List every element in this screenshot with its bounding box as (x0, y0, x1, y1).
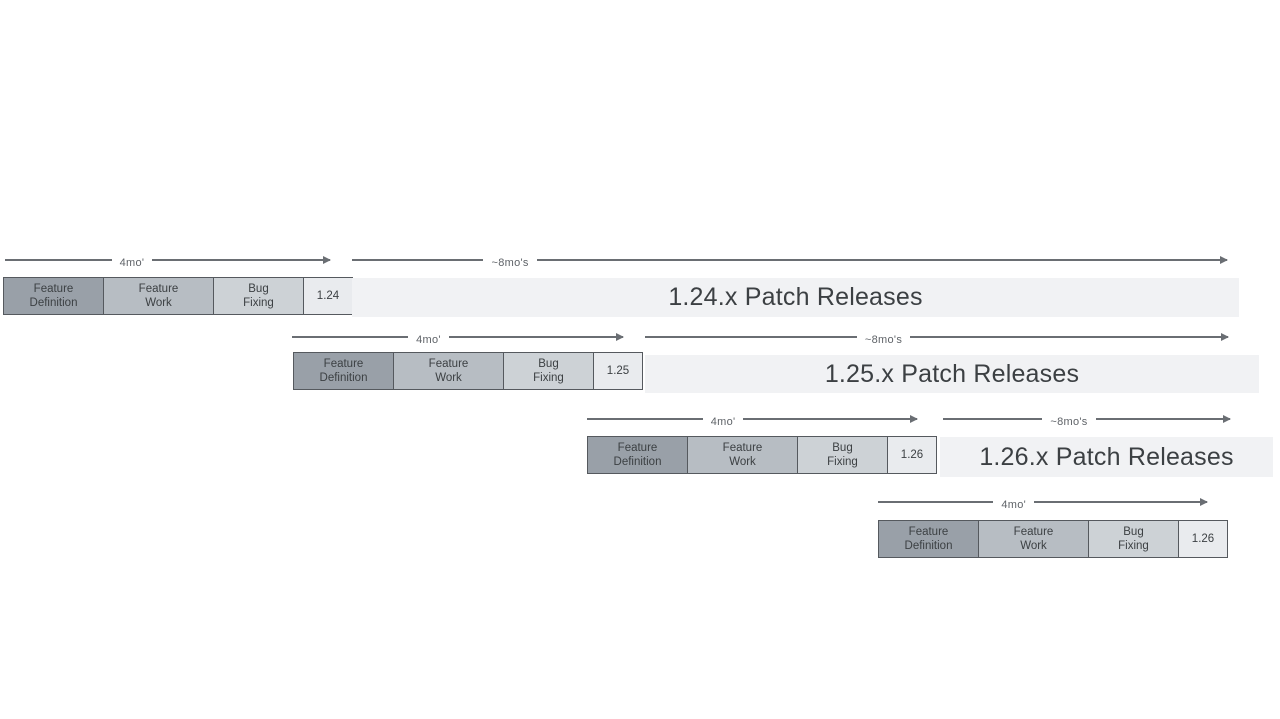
phase-label: Fixing (827, 456, 858, 468)
arrow-line (292, 336, 409, 338)
phase-box-bug-fixing: Bug Fixing (1089, 521, 1179, 557)
arrow-line (878, 501, 994, 503)
arrow-head (1095, 418, 1230, 420)
phase-label: Feature (617, 441, 658, 454)
version-label: 1.26 (900, 448, 924, 461)
version-box: 1.25 (594, 353, 642, 389)
timeline-arrow-4mo: 4mo' (5, 252, 330, 269)
arrow-head (152, 259, 330, 261)
phase-label: Work (1020, 540, 1047, 552)
release-cycle-1-26: Feature Definition Feature Work Bug Fixi… (587, 436, 937, 474)
arrow-line (943, 418, 1043, 420)
phase-label: Feature (33, 282, 74, 295)
patch-releases-bar: 1.25.x Patch Releases (645, 355, 1259, 393)
phase-box-feature-work: Feature Work (979, 521, 1089, 557)
phase-box-feature-definition: Feature Definition (294, 353, 394, 389)
arrow-head (743, 418, 917, 420)
patch-releases-bar: 1.24.x Patch Releases (352, 278, 1239, 317)
arrow-head (448, 336, 623, 338)
phase-box-feature-work: Feature Work (688, 437, 798, 473)
patch-releases-bar: 1.26.x Patch Releases (940, 437, 1273, 477)
patch-releases-label: 1.24.x Patch Releases (668, 283, 923, 311)
arrow-line (5, 259, 112, 261)
phase-label: Bug (248, 282, 269, 295)
phase-label: Definition (613, 456, 662, 468)
duration-label-8mo: ~8mo's (864, 334, 903, 346)
phase-label: Work (145, 297, 172, 309)
timeline-arrow-8mo: ~8mo's (943, 411, 1230, 428)
phase-box-feature-definition: Feature Definition (879, 521, 979, 557)
phase-label: Definition (319, 372, 368, 384)
patch-releases-label: 1.26.x Patch Releases (979, 442, 1234, 471)
duration-label-8mo: ~8mo's (491, 257, 529, 269)
duration-label-4mo: 4mo' (710, 416, 736, 428)
phase-label: Feature (428, 357, 469, 370)
version-box: 1.24 (304, 278, 352, 314)
timeline-arrow-4mo: 4mo' (878, 494, 1207, 511)
version-label: 1.24 (316, 289, 340, 302)
release-cycle-1-24: Feature Definition Feature Work Bug Fixi… (3, 277, 353, 315)
version-label: 1.26 (1191, 532, 1215, 545)
timeline-arrow-8mo: ~8mo's (645, 329, 1228, 346)
phase-box-feature-work: Feature Work (104, 278, 214, 314)
arrow-line (587, 418, 703, 420)
arrow-head (536, 259, 1227, 261)
phase-label: Bug (832, 441, 853, 454)
timeline-arrow-8mo: ~8mo's (352, 252, 1227, 269)
phase-label: Fixing (533, 372, 564, 384)
phase-label: Fixing (1118, 540, 1149, 552)
phase-label: Definition (29, 297, 78, 309)
duration-label-8mo: ~8mo's (1050, 416, 1088, 428)
phase-label: Fixing (243, 297, 274, 309)
phase-box-bug-fixing: Bug Fixing (214, 278, 304, 314)
release-cycle-next: Feature Definition Feature Work Bug Fixi… (878, 520, 1228, 558)
arrow-line (645, 336, 857, 338)
phase-label: Feature (1013, 525, 1054, 538)
arrow-head (1034, 501, 1207, 503)
phase-box-feature-definition: Feature Definition (588, 437, 688, 473)
arrow-head (910, 336, 1228, 338)
phase-box-bug-fixing: Bug Fixing (798, 437, 888, 473)
phase-label: Feature (323, 357, 364, 370)
phase-label: Work (729, 456, 756, 468)
arrow-line (352, 259, 484, 261)
duration-label-4mo: 4mo' (416, 334, 441, 346)
timeline-arrow-4mo: 4mo' (292, 329, 623, 346)
patch-releases-label: 1.25.x Patch Releases (824, 359, 1080, 388)
phase-label: Feature (722, 441, 763, 454)
release-cycle-1-25: Feature Definition Feature Work Bug Fixi… (293, 352, 643, 390)
timeline-arrow-4mo: 4mo' (587, 411, 917, 428)
phase-label: Definition (904, 540, 953, 552)
version-box: 1.26 (1179, 521, 1227, 557)
phase-label: Bug (538, 357, 559, 370)
phase-label: Feature (138, 282, 179, 295)
version-label: 1.25 (606, 364, 630, 377)
version-box: 1.26 (888, 437, 936, 473)
phase-box-feature-definition: Feature Definition (4, 278, 104, 314)
phase-label: Work (435, 372, 462, 384)
phase-label: Bug (1123, 525, 1144, 538)
phase-box-bug-fixing: Bug Fixing (504, 353, 594, 389)
phase-box-feature-work: Feature Work (394, 353, 504, 389)
phase-label: Feature (908, 525, 949, 538)
duration-label-4mo: 4mo' (119, 257, 145, 269)
duration-label-4mo: 4mo' (1001, 499, 1027, 511)
